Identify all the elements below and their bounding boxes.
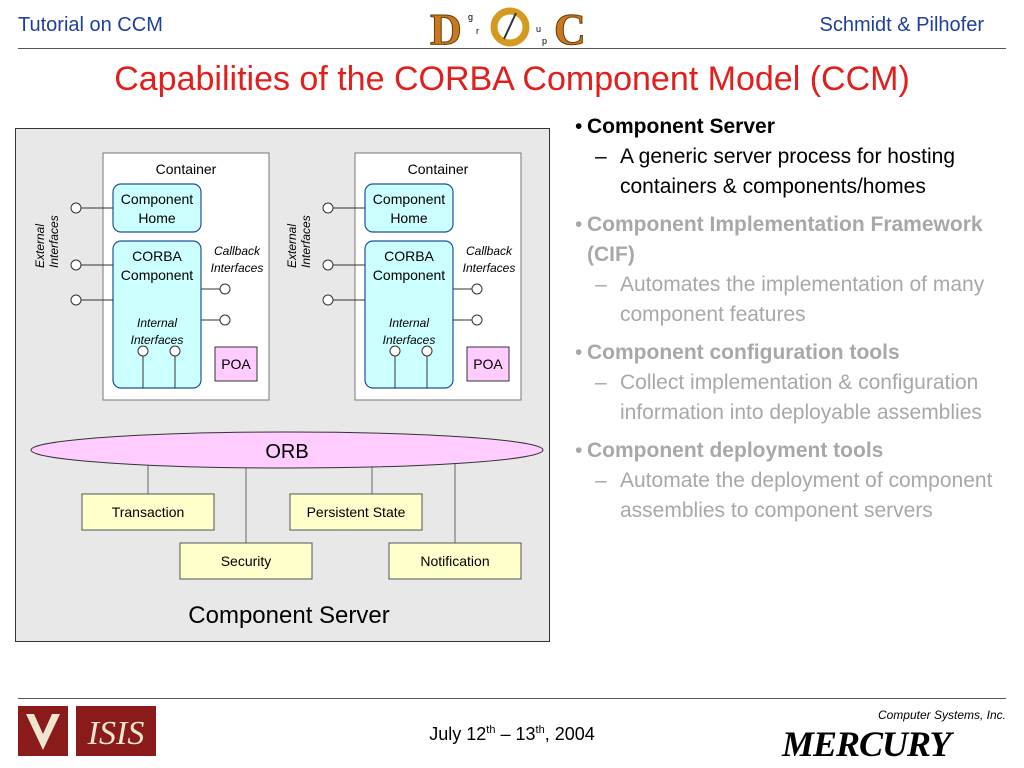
component-home-line2: Home <box>390 210 428 226</box>
sub-bullet-text: Automate the deployment of component ass… <box>620 469 993 522</box>
component-server-label: Component Server <box>188 602 389 629</box>
bullet-cif: •Component Implementation Framework (CIF… <box>575 213 983 266</box>
internal-interfaces-line2: Interfaces <box>131 333 184 347</box>
internal-interfaces-line1: Internal <box>389 316 429 330</box>
service-notification-label: Notification <box>420 553 489 569</box>
poa-box <box>214 346 258 382</box>
service-persistent-state-box <box>289 493 423 531</box>
mercury-wordmark: MERCURY <box>781 724 954 764</box>
slide-title: Capabilities of the CORBA Component Mode… <box>114 60 910 98</box>
service-security-label: Security <box>221 553 272 569</box>
corba-component-line2: Component <box>121 267 193 283</box>
logo-letter-r: r <box>476 26 479 36</box>
service-transaction-label: Transaction <box>112 504 185 520</box>
logo-letter-d: D <box>430 5 462 50</box>
callback-interfaces-line1: Callback <box>214 244 261 258</box>
doc-group-logo: D g r u p C <box>430 5 586 51</box>
date-part: , 2004 <box>544 724 595 744</box>
poa-label: POA <box>221 356 251 372</box>
external-interfaces-line2: Interfaces <box>47 215 61 268</box>
sub-bullet-text: A generic server process for hosting con… <box>620 145 955 198</box>
logo-ring-o <box>490 7 530 47</box>
ccm-diagram: Container Component Home CORBA Component… <box>15 128 550 642</box>
callback-interfaces-line2: Interfaces <box>463 261 516 275</box>
bullet-text: Component deployment tools <box>587 439 884 462</box>
bullet-configuration-tools: •Component configuration tools <box>575 341 900 364</box>
isis-logo: ISIS <box>18 706 156 756</box>
container-label: Container <box>156 161 217 177</box>
footer-divider <box>18 698 1006 699</box>
date-part: July 12 <box>429 724 487 744</box>
orb-label: ORB <box>265 441 308 463</box>
mercury-logo: Computer Systems, Inc. MERCURY <box>781 708 1006 764</box>
service-security-box <box>179 542 313 580</box>
isis-box <box>76 706 156 756</box>
service-persistent-state-label: Persistent State <box>307 504 406 520</box>
logo-letter-c: C <box>554 5 586 50</box>
component-home-line2: Home <box>138 210 176 226</box>
bullet-text: Component configuration tools <box>587 341 900 364</box>
bullet-list: •Component Server –A generic server proc… <box>575 112 1015 526</box>
container-left: Container Component Home CORBA Component… <box>33 152 270 401</box>
mercury-subtitle: Computer Systems, Inc. <box>878 708 1006 722</box>
sub-bullet-deployment-tools: –Automate the deployment of component as… <box>595 469 993 522</box>
corba-component-line2: Component <box>373 267 445 283</box>
sub-bullet-configuration-tools: –Collect implementation & configuration … <box>595 371 982 424</box>
callback-interfaces-line2: Interfaces <box>211 261 264 275</box>
poa-label: POA <box>473 356 503 372</box>
internal-interfaces-line2: Interfaces <box>383 333 436 347</box>
vanderbilt-v-mark <box>26 714 60 750</box>
component-home-line1: Component <box>373 191 445 207</box>
external-interfaces-line2: Interfaces <box>299 215 313 268</box>
logo-letter-u: u <box>536 24 541 34</box>
logo-letter-g: g <box>468 12 473 22</box>
corba-component-line1: CORBA <box>132 248 182 264</box>
bullet-deployment-tools: •Component deployment tools <box>575 439 884 462</box>
bullet-component-server: •Component Server <box>575 115 775 138</box>
sub-bullet-cif: –Automates the implementation of many co… <box>595 273 985 326</box>
header-divider <box>18 48 1006 49</box>
sub-bullet-text: Automates the implementation of many com… <box>620 273 985 326</box>
external-interfaces-line1: External <box>33 224 47 268</box>
service-notification-box <box>388 542 522 580</box>
orb-bus <box>30 431 544 469</box>
sub-bullet-text: Collect implementation & configuration i… <box>620 371 982 424</box>
header-left-title: Tutorial on CCM <box>18 14 163 36</box>
bullet-text: Component Implementation Framework (CIF) <box>587 213 983 266</box>
isis-logo-text: ISIS <box>87 715 145 752</box>
footer-date: July 12th – 13th, 2004 <box>0 724 1024 745</box>
container-label: Container <box>408 161 469 177</box>
container-right: Container Component Home CORBA Component… <box>285 152 522 401</box>
bullet-text: Component Server <box>587 115 775 138</box>
header-right-authors: Schmidt & Pilhofer <box>819 14 984 36</box>
logo-letter-p: p <box>542 36 547 46</box>
poa-box <box>466 346 510 382</box>
callback-interfaces-line1: Callback <box>466 244 513 258</box>
external-interfaces-line1: External <box>285 224 299 268</box>
date-suffix: th <box>535 724 545 736</box>
date-suffix: th <box>486 724 496 736</box>
logo-ring-slash <box>503 12 517 40</box>
sub-bullet-component-server: –A generic server process for hosting co… <box>595 145 955 198</box>
internal-interfaces-line1: Internal <box>137 316 177 330</box>
component-home-line1: Component <box>121 191 193 207</box>
service-transaction-box <box>81 493 215 531</box>
corba-component-line1: CORBA <box>384 248 434 264</box>
date-part: – 13 <box>495 724 536 744</box>
